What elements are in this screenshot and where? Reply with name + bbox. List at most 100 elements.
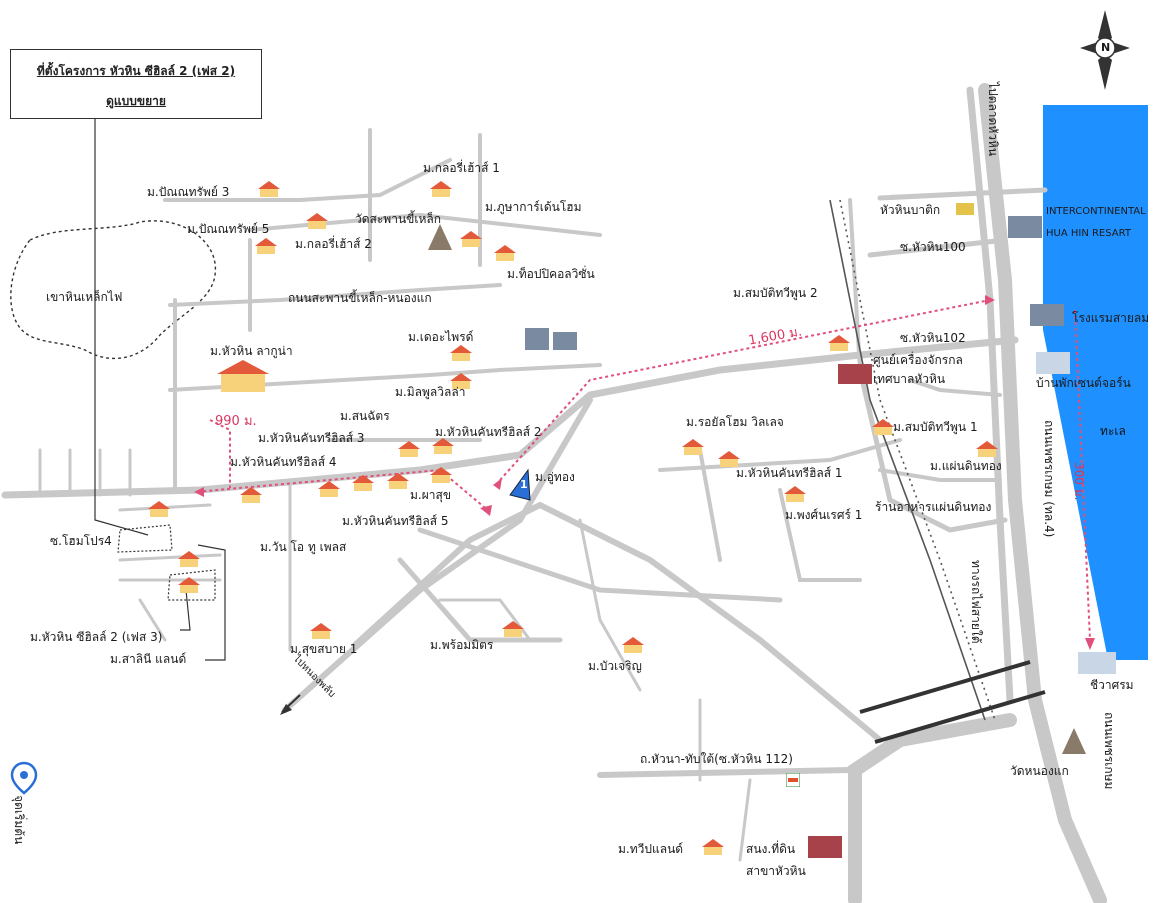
place-label: ม.สมบัติทวีพูน 1	[893, 420, 978, 434]
title-box: ที่ตั้งโครงการ หัวหิน ซีฮิลล์ 2 (เฟส 2) …	[10, 49, 262, 119]
distance-routes	[194, 299, 1091, 641]
place-label: ม.พร้อมมิตร	[430, 638, 494, 652]
house-icon	[350, 474, 376, 492]
house-icon	[146, 500, 172, 518]
road-network	[1, 83, 1107, 903]
place-label: ม.ปัณณทรัพย์ 3	[147, 185, 230, 199]
house-icon	[448, 344, 474, 362]
distance-label: 300 ม.	[1072, 462, 1086, 501]
house-icon	[385, 472, 411, 490]
house-icon	[176, 550, 202, 568]
place-label: ม.หัวหินคันทรีฮิลส์ 2	[435, 425, 542, 439]
place-label: ม.เดอะไพรด์	[408, 330, 474, 344]
house-icon	[458, 230, 484, 248]
place-label: ม.กลอรี่เฮ้าส์ 1	[423, 161, 500, 175]
building-icon	[1036, 348, 1072, 380]
road-label: ไปตลาดหัวหิน	[986, 82, 1000, 157]
road-label: ซ.หัวหิน100	[900, 240, 966, 254]
road-label: ถ.หัวนา-ทับใต้(ซ.หัวหิน 112)	[640, 752, 793, 766]
house-icon	[448, 372, 474, 390]
house-icon	[430, 437, 456, 455]
place-label: INTERCONTINENTAL	[1046, 206, 1146, 217]
place-label: ม.สนฉัตร	[340, 409, 390, 423]
compass-rose	[1080, 10, 1130, 90]
place-label: ม.หัวหินคันทรีฮิลส์ 4	[230, 455, 337, 469]
house-icon	[304, 212, 330, 230]
leader-lines	[94, 119, 226, 661]
place-label: สาขาหัวหิน	[746, 864, 806, 878]
place-label: HUA HIN RESART	[1046, 228, 1131, 239]
place-label: ม.หัวหิน ซีฮิลล์ 2 (เฟส 3)	[30, 630, 163, 644]
house-icon	[500, 620, 526, 638]
place-label: ม.ภูษาการ์เด้นโฮม	[485, 200, 582, 214]
house-icon	[215, 358, 271, 394]
place-label: บ้านพักเซนต์จอร์น	[1036, 376, 1131, 390]
place-label: หัวหินบาติก	[880, 203, 941, 217]
temple-icon	[1060, 728, 1088, 760]
place-label: ศูนย์เครื่องจักรกล	[873, 353, 963, 367]
place-label: เทศบาลหัวหิน	[873, 372, 946, 386]
place-label: ม.หัวหิน ลากูน่า	[210, 344, 293, 358]
place-label: ม.ปัณณทรัพย์ 5	[187, 222, 270, 236]
house-icon	[974, 440, 1000, 458]
house-icon	[492, 244, 518, 262]
distance-label: 990 ม.	[215, 414, 257, 429]
place-label: สนง.ที่ดิน	[746, 842, 796, 856]
place-label: ม.หัวหินคันทรีฮิลส์ 1	[736, 466, 843, 480]
building-icon	[808, 832, 844, 864]
black-roads	[859, 660, 1046, 744]
sea-label: ทะเล	[1100, 424, 1126, 438]
place-label: ม.ท็อปปิคอลวิซั่น	[507, 267, 595, 281]
house-icon	[716, 450, 742, 468]
road-label: ถนนเพชรเกษม (ทล.4)	[1042, 420, 1056, 538]
road-label: ทางรถไฟสายใต้	[969, 560, 983, 644]
place-label: ม.รอยัลโฮม วิลเลจ	[686, 415, 784, 429]
road-label: ถนนสะพานขี้เหล็ก-หนองแก	[288, 291, 432, 305]
title-line1: ที่ตั้งโครงการ หัวหิน ซีฮิลล์ 2 (เฟส 2)	[36, 64, 236, 78]
route-arrowheads	[194, 295, 1095, 650]
building-icon	[1030, 300, 1066, 332]
house-icon	[176, 576, 202, 594]
place-label: ม.พงศ์นเรศร์ 1	[785, 508, 863, 522]
house-icon	[238, 486, 264, 504]
place-label: ม.อู่ทอง	[535, 470, 575, 484]
temple-icon	[426, 224, 454, 256]
place-label: วัดหนองแก	[1010, 764, 1069, 778]
house-icon	[826, 334, 852, 352]
mountain-outline	[10, 220, 217, 360]
house-icon	[396, 440, 422, 458]
compass-letter: N	[1101, 41, 1111, 54]
house-icon	[256, 180, 282, 198]
building-icon	[1078, 648, 1118, 680]
house-icon	[620, 636, 646, 654]
building-icon	[525, 322, 581, 356]
place-label: ชีวาศรม	[1090, 678, 1134, 692]
place-label: ร้านอาหารแผ่นดินทอง	[875, 500, 992, 514]
place-label: โรงแรมสายลม	[1072, 311, 1150, 325]
seven-eleven-icon	[785, 772, 801, 791]
house-icon	[870, 418, 896, 436]
building-icon	[838, 360, 874, 390]
house-icon	[700, 838, 726, 856]
railway-line	[829, 199, 996, 721]
project-marker-label: 1	[520, 478, 528, 491]
sea-area	[1043, 105, 1148, 660]
house-icon	[428, 180, 454, 198]
place-label: ม.สมบัติทวีพูน 2	[733, 286, 818, 300]
house-icon	[428, 466, 454, 484]
place-label: ม.แผ่นดินทอง	[930, 459, 1002, 473]
mountain-label: เขาหินเหล็กไฟ	[46, 290, 123, 304]
start-label: จุดเริ่มต้น	[12, 795, 26, 845]
direction-arrow	[280, 694, 301, 715]
place-label: ม.สาลินี แลนด์	[110, 652, 187, 666]
place-label: ม.วัน โอ ทู เพลส	[260, 540, 347, 554]
place-label: ม.ผาสุข	[410, 488, 452, 502]
house-icon	[308, 622, 334, 640]
shop-icon	[956, 200, 974, 219]
place-label: ม.มิลพูลวิลล่า	[395, 385, 466, 399]
place-label: ม.กลอรี่เฮ้าส์ 2	[295, 237, 372, 251]
place-label: ม.ทวีปแลนด์	[618, 842, 684, 856]
title-line2[interactable]: ดูแบบขยาย	[106, 94, 166, 108]
house-icon	[680, 438, 706, 456]
